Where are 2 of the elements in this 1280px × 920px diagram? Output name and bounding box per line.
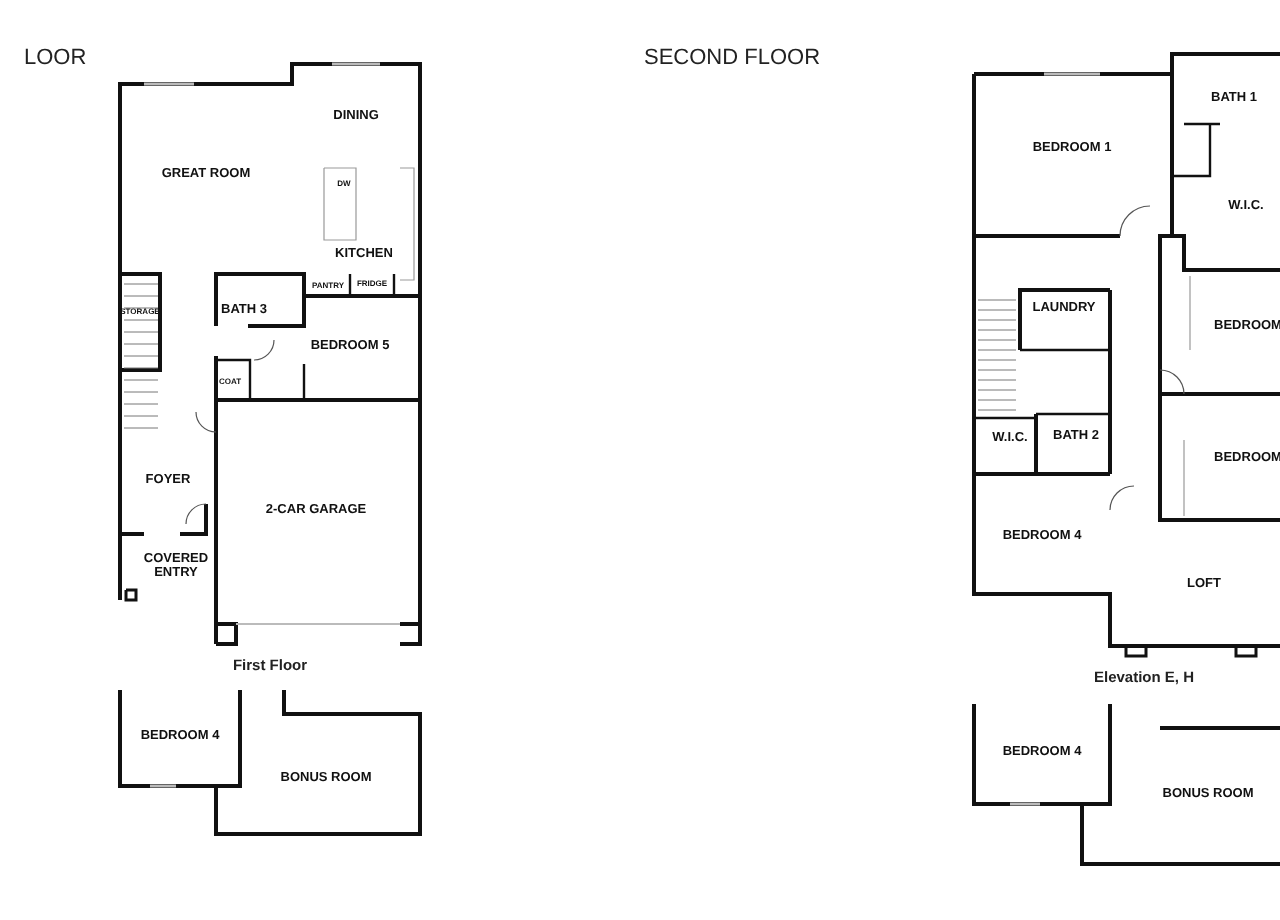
- floor-title: LOOR: [24, 45, 87, 71]
- floor-title: SECOND FLOOR: [644, 45, 821, 71]
